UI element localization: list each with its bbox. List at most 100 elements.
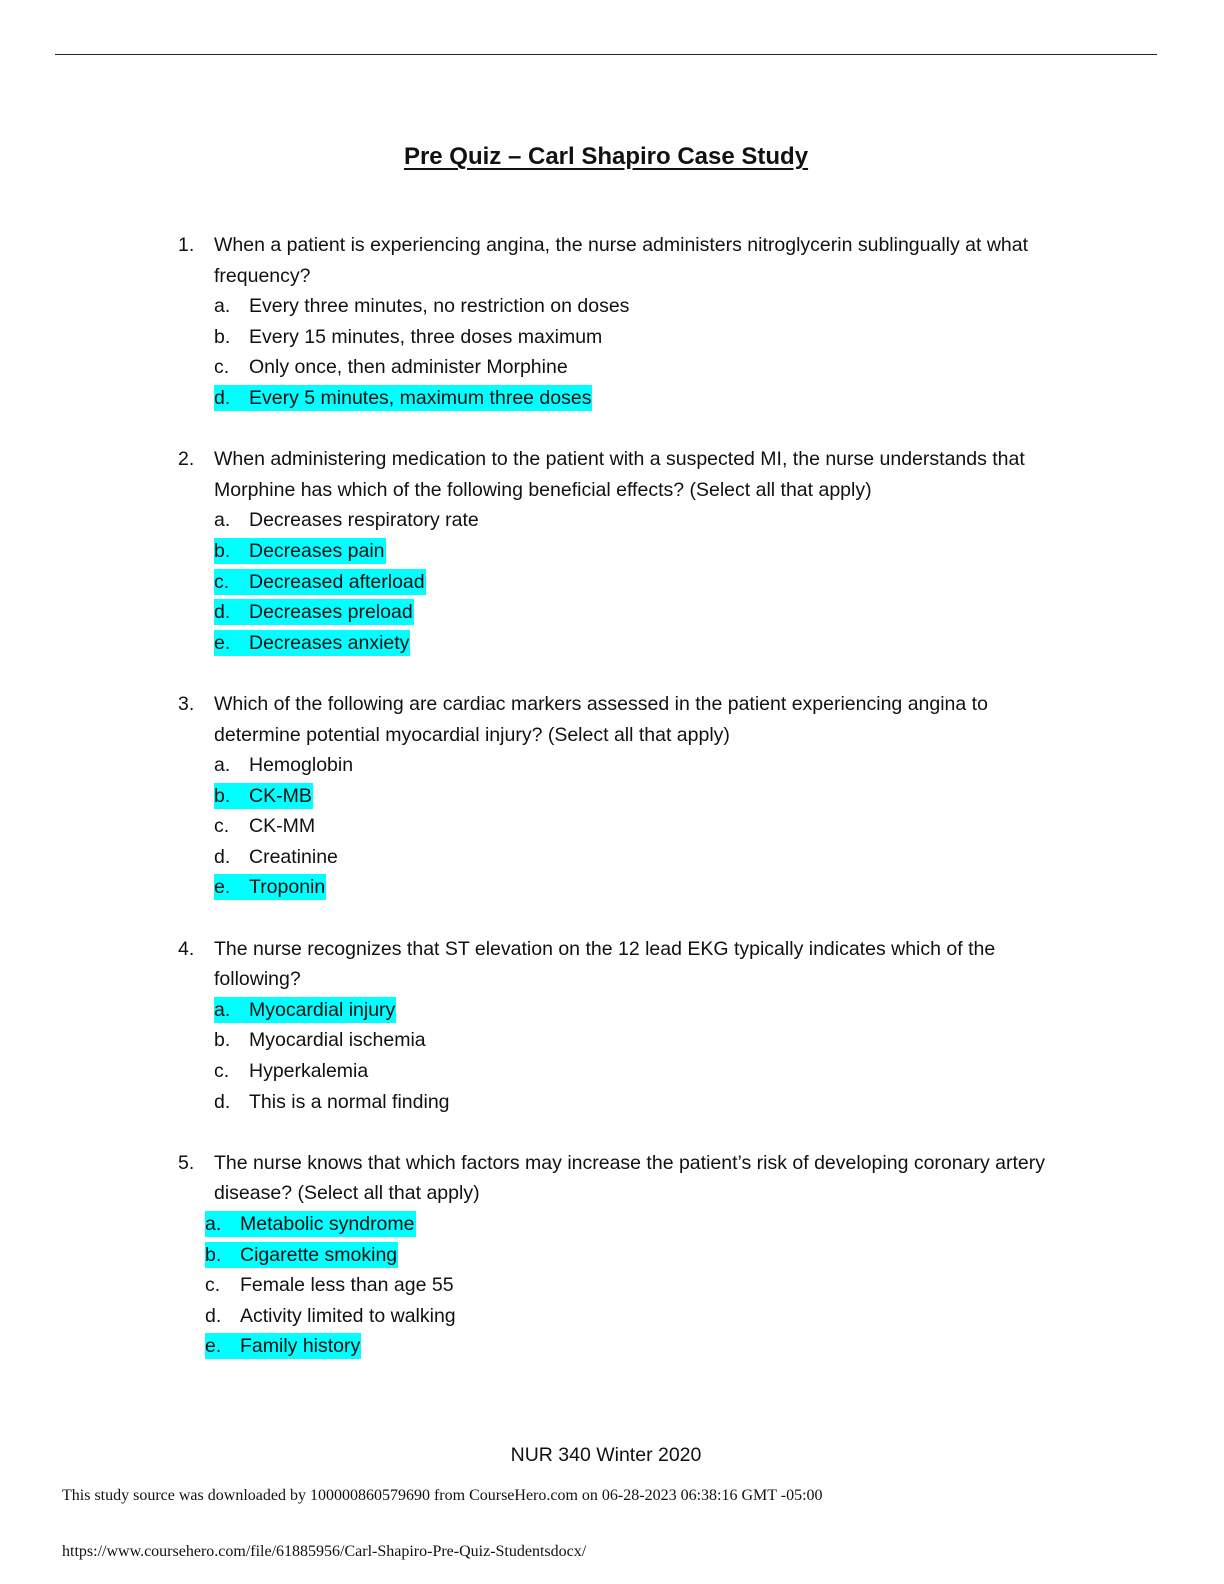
option-letter: a. bbox=[214, 998, 231, 1021]
option-item: e. Troponin bbox=[0, 872, 1224, 903]
option-text: Myocardial injury bbox=[249, 998, 396, 1021]
option-letter: d. bbox=[214, 845, 231, 868]
option-text: CK-MM bbox=[249, 815, 316, 838]
course-footer: NUR 340 Winter 2020 bbox=[510, 1444, 702, 1466]
option-item: c. Female less than age 55 bbox=[0, 1270, 1224, 1301]
question-text: When a patient is experiencing angina, t… bbox=[214, 234, 1029, 287]
option-text: Decreases preload bbox=[249, 601, 413, 624]
option-text: Every 5 minutes, maximum three doses bbox=[249, 386, 592, 409]
question-number: 5. bbox=[178, 1151, 195, 1174]
option-item: c. Hyperkalemia bbox=[0, 1056, 1224, 1087]
option-letter: e. bbox=[214, 876, 231, 899]
option-item: b. Every 15 minutes, three doses maximum bbox=[0, 322, 1224, 353]
option-list: a.Metabolic syndrome b. Cigarette smoking… bbox=[0, 1209, 1224, 1362]
option-item: d. Every 5 minutes, maximum three doses bbox=[0, 383, 1224, 414]
option-item: a. Myocardial injury bbox=[0, 995, 1224, 1026]
option-a: a. Every three minutes, no restriction on… bbox=[214, 293, 630, 319]
option-list: a. Hemoglobin b. CK-MB c. CK-MM d. Creatinin… bbox=[0, 750, 1224, 903]
option-text: Decreases anxiety bbox=[249, 631, 410, 654]
option-letter: a. bbox=[214, 754, 231, 777]
option-d: d.This is a normal finding bbox=[214, 1089, 451, 1115]
option-item: c. Decreased afterload bbox=[0, 567, 1224, 598]
option-item: c. Only once, then administer Morphine bbox=[0, 352, 1224, 383]
question-text: The nurse knows that which factors may i… bbox=[214, 1151, 1045, 1205]
option-a: a. Myocardial injury bbox=[214, 996, 397, 1023]
option-letter: e. bbox=[205, 1335, 222, 1358]
option-text: Every three minutes, no restriction on d… bbox=[249, 295, 630, 318]
document-title: Pre Quiz – Carl Shapiro Case Study bbox=[403, 143, 809, 170]
option-letter: d. bbox=[214, 601, 231, 624]
option-c: c. Only once, then administer Morphine bbox=[214, 354, 569, 380]
option-text: Myocardial ischemia bbox=[249, 1029, 426, 1052]
quiz-questions: 1. When a patient is experiencing angina… bbox=[0, 230, 1224, 1393]
option-letter: b. bbox=[205, 1243, 222, 1266]
option-text: Cigarette smoking bbox=[240, 1243, 398, 1266]
option-letter: d. bbox=[205, 1304, 222, 1327]
option-text: Family history bbox=[240, 1335, 361, 1358]
option-d: d. Every 5 minutes, maximum three doses bbox=[214, 384, 593, 411]
option-letter: c. bbox=[205, 1274, 221, 1297]
option-item: a. Every three minutes, no restriction on… bbox=[0, 291, 1224, 322]
option-letter: c. bbox=[214, 1060, 230, 1083]
question-1: 1. When a patient is experiencing angina… bbox=[0, 230, 1224, 414]
option-text: Decreased afterload bbox=[249, 570, 425, 593]
option-text: Female less than age 55 bbox=[240, 1274, 454, 1297]
option-letter: e. bbox=[214, 631, 231, 654]
option-text: Only once, then administer Morphine bbox=[249, 356, 568, 379]
option-item: a.Metabolic syndrome bbox=[0, 1209, 1224, 1240]
option-letter: b. bbox=[214, 1029, 231, 1052]
question-3: 3. Which of the following are cardiac ma… bbox=[0, 689, 1224, 903]
option-item: d.This is a normal finding bbox=[0, 1087, 1224, 1118]
option-letter: d. bbox=[214, 1090, 231, 1113]
option-text: Decreases pain bbox=[249, 539, 385, 562]
option-text: Hyperkalemia bbox=[249, 1060, 369, 1083]
option-text: Every 15 minutes, three doses maximum bbox=[249, 325, 603, 348]
option-list: a. Myocardial injury b. Myocardial ischemi… bbox=[0, 995, 1224, 1117]
option-text: Hemoglobin bbox=[249, 754, 354, 777]
option-item: c. CK-MM bbox=[0, 811, 1224, 842]
question-text: The nurse recognizes that ST elevation o… bbox=[214, 937, 996, 991]
option-text: Activity limited to walking bbox=[240, 1304, 456, 1327]
option-letter: c. bbox=[214, 570, 230, 593]
option-item: b.Decreases pain bbox=[0, 536, 1224, 567]
source-url: https://www.coursehero.com/file/61885956… bbox=[62, 1543, 587, 1560]
option-letter: a. bbox=[214, 295, 231, 318]
option-b: b. Myocardial ischemia bbox=[214, 1027, 427, 1053]
question-2: 2. When administering medication to the … bbox=[0, 444, 1224, 658]
option-text: Creatinine bbox=[249, 845, 338, 868]
option-item: e. Decreases anxiety bbox=[0, 628, 1224, 659]
option-letter: b. bbox=[214, 325, 231, 348]
option-item: a. Decreases respiratory rate bbox=[0, 505, 1224, 536]
option-item: d. Activity limited to walking bbox=[0, 1301, 1224, 1332]
option-letter: c. bbox=[214, 815, 230, 838]
question-number: 3. bbox=[178, 692, 195, 715]
option-text: Troponin bbox=[249, 876, 326, 899]
option-item: a. Hemoglobin bbox=[0, 750, 1224, 781]
option-letter: b. bbox=[214, 784, 231, 807]
option-letter: a. bbox=[214, 509, 231, 532]
option-letter: c. bbox=[214, 356, 230, 379]
option-letter: d. bbox=[214, 386, 231, 409]
header-rule bbox=[55, 54, 1157, 55]
option-c: c. Female less than age 55 bbox=[205, 1272, 455, 1298]
option-item: b. CK-MB bbox=[0, 781, 1224, 812]
question-number: 4. bbox=[178, 937, 195, 960]
option-text: CK-MB bbox=[249, 784, 312, 807]
option-text: Metabolic syndrome bbox=[240, 1213, 415, 1235]
question-4: 4. The nurse recognizes that ST elevatio… bbox=[0, 934, 1224, 1118]
option-a: a.Metabolic syndrome bbox=[205, 1211, 416, 1237]
option-list: a. Every three minutes, no restriction on… bbox=[0, 291, 1224, 413]
option-c: c. Hyperkalemia bbox=[214, 1058, 369, 1084]
option-item: e. Family history bbox=[0, 1331, 1224, 1362]
option-a: a. Hemoglobin bbox=[214, 752, 354, 778]
option-e: e. Family history bbox=[205, 1333, 362, 1360]
option-c: c. CK-MM bbox=[214, 813, 316, 839]
option-a: a. Decreases respiratory rate bbox=[214, 507, 480, 533]
question-text: Which of the following are cardiac marke… bbox=[214, 692, 988, 746]
option-item: d. Decreases preload bbox=[0, 597, 1224, 628]
option-d: d. Activity limited to walking bbox=[205, 1303, 457, 1329]
option-e: e. Troponin bbox=[214, 874, 327, 901]
option-list: a. Decreases respiratory rate b.Decreases… bbox=[0, 505, 1224, 658]
option-text: Decreases respiratory rate bbox=[249, 509, 479, 532]
option-b: b.Decreases pain bbox=[214, 537, 386, 564]
